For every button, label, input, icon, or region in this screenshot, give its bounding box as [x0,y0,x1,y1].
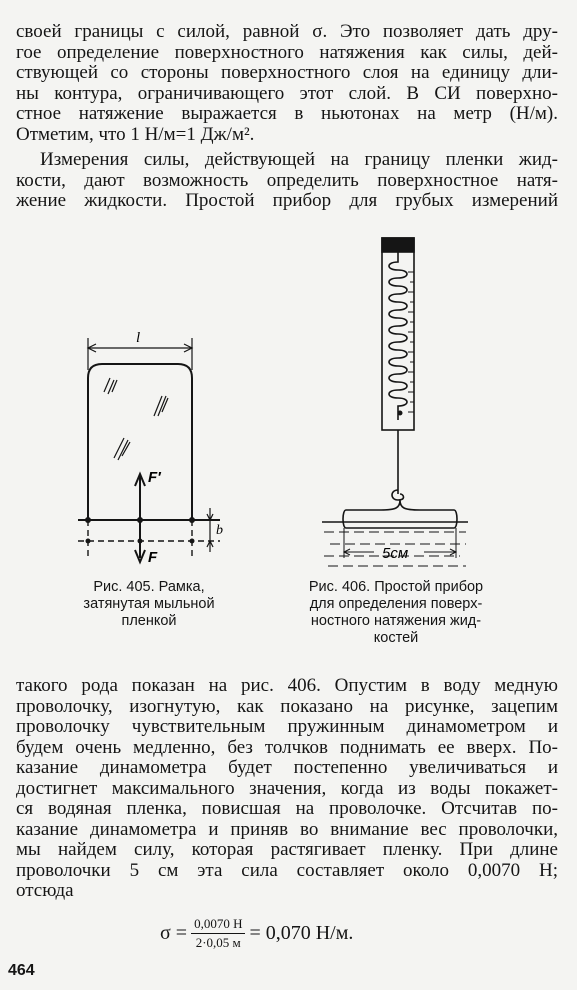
caption-line: Рис. 406. Простой прибор [308,579,484,595]
caption-405: Рис. 405. Рамка, затянутая мыльной пленк… [68,579,230,630]
paragraph-2: Измерения силы, действующей на границу п… [16,149,558,212]
formula-fraction: 0,0070 Н 2·0,05 м [191,916,246,951]
caption-line: для определения поверх- [309,596,483,612]
text-line: казание динамометра будет постепенно уве… [16,757,558,778]
caption-406: Рис. 406. Простой прибор для определения… [290,579,502,647]
text-line: Отметим, что 1 Н/м=1 Дж/м². [16,123,255,145]
caption-line: костей [373,630,419,646]
figure-405-frame: l F′ F b [78,330,223,566]
label-5cm: 5см [382,545,408,562]
paragraph-3: такого рода показан на рис. 406. Опустим… [16,675,558,902]
text-line: своей границы с силой, равной σ. Это поз… [16,21,558,42]
text-line: казание динамометра и приняв во внимание… [16,818,558,840]
text-line: гое определение поверхностного натяжения… [16,41,558,63]
text-line: достигнет максимального значения, когда … [16,777,558,799]
formula-numerator: 0,0070 Н [191,916,246,934]
text-line: ствующей со стороны поверхностного слоя … [16,62,558,83]
caption-line: пленкой [121,613,177,629]
label-f-up: F′ [148,469,162,486]
text-line: Измерения силы, действующей на границу п… [40,149,558,170]
formula-sigma: σ = 0,0070 Н 2·0,05 м = 0,070 Н/м. [160,912,353,954]
label-f-down: F [148,549,158,566]
text-line: отсюда [16,880,74,901]
formula-rhs: = 0,070 Н/м. [249,921,354,944]
formula-lhs: σ = [160,921,188,944]
paragraph-1: своей границы с силой, равной σ. Это поз… [16,21,558,145]
figure-406-dynamometer: 5см [322,237,468,567]
caption-line: ностного натяжения жид- [310,613,482,629]
text-line: проволочку чувствительным пружинным дина… [16,716,558,737]
text-line: стное натяжение выражается в ньютонах на… [16,103,558,124]
label-b: b [216,523,223,538]
page-number: 464 [8,962,35,979]
text-line: ся водяная пленка, повисшая на проволочк… [16,798,558,819]
caption-line: Рис. 405. Рамка, [93,579,205,595]
text-line: такого рода показан на рис. 406. Опустим… [16,675,558,696]
text-line: проволочку, изогнутую, как показано на р… [16,695,558,717]
text-line: жение жидкости. Простой прибор для грубы… [16,190,558,211]
text-line: кости, дают возможность определить повер… [16,169,558,191]
text-line: будем очень медленно, без толчков подним… [16,736,558,758]
caption-line: затянутая мыльной [83,596,215,612]
text-line: мы найдем силу, которая растягивает плен… [16,839,558,860]
formula-denominator: 2·0,05 м [195,934,241,950]
text-line: проволочки 5 см эта сила составляет окол… [16,859,558,881]
label-l: l [136,330,140,346]
text-line: ны контура, ограничивающего этот слой. В… [16,82,558,104]
